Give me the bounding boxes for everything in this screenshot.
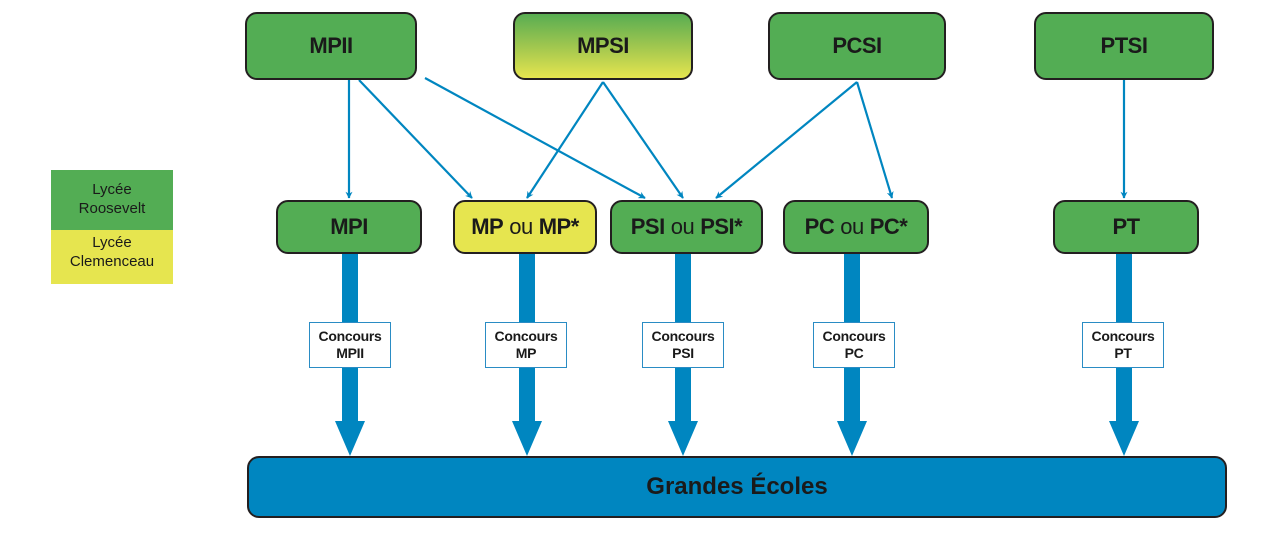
concours-pc: Concours PC: [813, 322, 895, 368]
concours-pc-line1: Concours: [822, 328, 886, 344]
legend-clemenceau-line2: Clemenceau: [69, 253, 155, 270]
arrow-pcsi-to-pc: [855, 81, 894, 199]
box-psi-label-b: PSI*: [700, 214, 743, 239]
legend-clemenceau-line1: Lycée: [92, 234, 132, 251]
concours-psi-line1: Concours: [651, 328, 715, 344]
legend-roosevelt-line2: Roosevelt: [78, 200, 146, 217]
box-ptsi: PTSI: [1034, 12, 1214, 80]
arrow-mpii-to-mp: [358, 79, 473, 199]
concours-pt: Concours PT: [1082, 322, 1164, 368]
box-mp-label-b: MP*: [538, 214, 580, 239]
box-mpsi: MPSI: [513, 12, 693, 80]
box-pc: PC ou PC*: [783, 200, 929, 254]
box-psi: PSI ou PSI*: [610, 200, 763, 254]
box-mpii: MPII: [245, 12, 417, 80]
concours-psi: Concours PSI: [642, 322, 724, 368]
box-mp: MP ou MP*: [453, 200, 597, 254]
legend-roosevelt: Lycée Roosevelt: [51, 170, 173, 230]
box-ptsi-label: PTSI: [1100, 33, 1148, 58]
box-pc-label-b: PC*: [869, 214, 908, 239]
concours-mp-line1: Concours: [494, 328, 558, 344]
box-pcsi: PCSI: [768, 12, 946, 80]
concours-mpii: Concours MPII: [309, 322, 391, 368]
grandes-ecoles-box: Grandes Écoles: [247, 456, 1227, 518]
concours-mp: Concours MP: [485, 322, 567, 368]
box-mpsi-label: MPSI: [577, 33, 629, 58]
box-mp-label-ou: ou: [509, 214, 533, 239]
box-pt-label: PT: [1112, 214, 1140, 239]
box-pt: PT: [1053, 200, 1199, 254]
concours-psi-line2: PSI: [672, 345, 694, 361]
box-mpii-label: MPII: [309, 33, 353, 58]
concours-mpii-line1: Concours: [318, 328, 382, 344]
concours-mp-line2: MP: [515, 345, 537, 361]
box-mpi: MPI: [276, 200, 422, 254]
arrow-mpsi-to-mp: [526, 81, 604, 199]
box-mp-label-a: MP: [471, 214, 504, 239]
box-psi-label-a: PSI: [630, 214, 665, 239]
arrow-mpsi-to-psi: [602, 81, 684, 199]
box-mpi-label: MPI: [330, 214, 368, 239]
box-pc-label-ou: ou: [840, 214, 864, 239]
legend-clemenceau: Lycée Clemenceau: [51, 230, 173, 284]
grandes-ecoles-label: Grandes Écoles: [646, 473, 828, 500]
box-psi-label-ou: ou: [670, 214, 695, 239]
concours-pt-line1: Concours: [1091, 328, 1155, 344]
arrow-pcsi-to-psi: [715, 81, 858, 199]
concours-pc-line2: PC: [844, 345, 864, 361]
box-pcsi-label: PCSI: [832, 33, 882, 58]
concours-pt-line2: PT: [1114, 345, 1132, 361]
concours-mpii-line2: MPII: [336, 345, 364, 361]
legend-roosevelt-line1: Lycée: [92, 181, 132, 198]
arrow-mpii-to-psi: [424, 77, 646, 199]
box-pc-label-a: PC: [804, 214, 835, 239]
